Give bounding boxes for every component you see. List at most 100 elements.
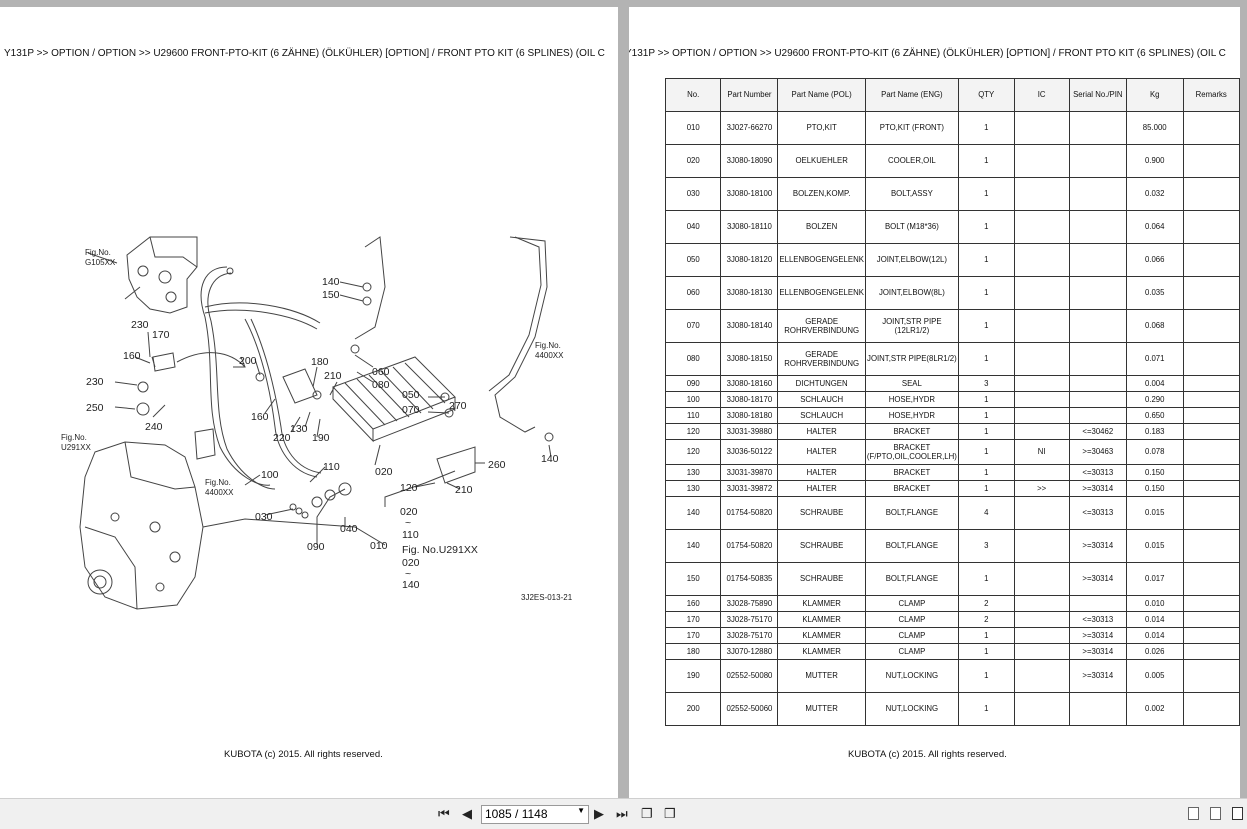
table-cell: <=30462 [1068, 423, 1127, 440]
callout: 140 [402, 579, 420, 591]
table-cell: 1 [957, 342, 1015, 376]
table-cell: 3J031-39872 [720, 480, 779, 497]
table-cell: 170 [664, 627, 722, 644]
table-cell: 0.026 [1125, 643, 1184, 660]
table-cell: 050 [664, 243, 722, 277]
table-cell: BRACKET [864, 423, 959, 440]
table-cell: BRACKET (F/PTO,OIL,COOLER,LH) [864, 439, 959, 465]
table-cell: 3J031-39870 [720, 464, 779, 481]
callout: 160 [123, 350, 141, 362]
last-page-icon[interactable]: ⏭ [616, 806, 628, 821]
table-cell [1013, 243, 1070, 277]
table-cell: 040 [664, 210, 722, 244]
table-cell [1068, 177, 1127, 211]
table-cell: KLAMMER [777, 611, 866, 628]
table-cell [1013, 627, 1070, 644]
table-cell: NUT,LOCKING [864, 659, 959, 693]
callout: G105XX [85, 258, 116, 267]
column-header: IC [1013, 78, 1070, 112]
table-cell: 020 [664, 144, 722, 178]
table-cell [1013, 562, 1070, 596]
table-cell [1182, 595, 1240, 612]
table-cell: 3J027-66270 [720, 111, 779, 145]
page-number-value: 1085 / 1148 [485, 807, 548, 821]
table-cell: 1 [957, 391, 1015, 408]
next-page-icon[interactable]: ▶ [594, 806, 604, 821]
table-cell: COOLER,OIL [864, 144, 959, 178]
chevron-down-icon: ▼ [577, 806, 585, 815]
table-cell: 1 [957, 243, 1015, 277]
callout: 160 [251, 411, 269, 423]
page-number-input[interactable]: 1085 / 1148 ▼ [481, 805, 589, 824]
callout: 050 [402, 389, 420, 401]
table-cell [1182, 177, 1240, 211]
column-header: No. [664, 78, 722, 112]
table-cell: 2 [957, 595, 1015, 612]
table-cell: 0.150 [1125, 464, 1184, 481]
table-cell: SCHLAUCH [777, 407, 866, 424]
table-cell: SEAL [864, 375, 959, 392]
callout: Fig.No. [61, 433, 87, 442]
table-cell: 0.015 [1125, 496, 1184, 530]
table-cell: 120 [664, 439, 722, 465]
table-cell: 0.035 [1125, 276, 1184, 310]
viewer-toolbar: ⏮ ◀ 1085 / 1148 ▼ ▶ ⏭ ❐ ❒ [0, 798, 1247, 829]
continuous-layout-icon[interactable] [1210, 807, 1221, 820]
table-cell: >=30314 [1068, 480, 1127, 497]
callout: Fig.No. [535, 341, 561, 350]
table-cell [1182, 464, 1240, 481]
table-cell [1013, 423, 1070, 440]
table-cell: GERADE ROHRVERBINDUNG [777, 342, 866, 376]
table-cell: 3J080-18140 [720, 309, 779, 343]
facing-pages-layout-icon[interactable] [1232, 807, 1243, 820]
table-cell: 3J028-75170 [720, 627, 779, 644]
table-cell: SCHRAUBE [777, 529, 866, 563]
two-page-view-icon[interactable]: ❒ [664, 806, 676, 821]
table-cell: 0.150 [1125, 480, 1184, 497]
table-cell: 0.017 [1125, 562, 1184, 596]
callout: 090 [307, 541, 325, 553]
table-cell: CLAMP [864, 643, 959, 660]
single-page-layout-icon[interactable] [1188, 807, 1199, 820]
table-cell: 0.002 [1125, 692, 1184, 726]
table-cell: 01754-50820 [720, 529, 779, 563]
callout: 040 [340, 523, 358, 535]
table-cell [1182, 496, 1240, 530]
table-cell: 130 [664, 480, 722, 497]
table-cell [1013, 210, 1070, 244]
table-cell: 130 [664, 464, 722, 481]
table-cell: 0.005 [1125, 659, 1184, 693]
table-cell: 140 [664, 529, 722, 563]
table-cell: >=30314 [1068, 643, 1127, 660]
callout: 190 [312, 432, 330, 444]
table-cell [1182, 529, 1240, 563]
fit-page-icon[interactable]: ❐ [641, 806, 653, 821]
callout: 4400XX [205, 488, 234, 497]
callout: Fig. No.U291XX [402, 544, 478, 556]
table-cell: 070 [664, 309, 722, 343]
table-cell: OELKUEHLER [777, 144, 866, 178]
table-cell: SCHLAUCH [777, 391, 866, 408]
previous-page-icon[interactable]: ◀ [462, 806, 472, 821]
table-cell: 0.078 [1125, 439, 1184, 465]
table-cell [1013, 464, 1070, 481]
table-cell: NUT,LOCKING [864, 692, 959, 726]
table-cell [1182, 243, 1240, 277]
table-cell: 3J070-12880 [720, 643, 779, 660]
callout: Fig.No. [85, 248, 111, 257]
callout: 150 [322, 289, 340, 301]
first-page-icon[interactable]: ⏮ [438, 806, 450, 821]
table-cell [1182, 627, 1240, 644]
table-cell: 0.183 [1125, 423, 1184, 440]
table-cell: 140 [664, 496, 722, 530]
table-cell [1013, 659, 1070, 693]
table-cell: 1 [957, 144, 1015, 178]
callout: ~ [405, 568, 411, 580]
table-cell [1182, 480, 1240, 497]
callout: 070 [402, 404, 420, 416]
